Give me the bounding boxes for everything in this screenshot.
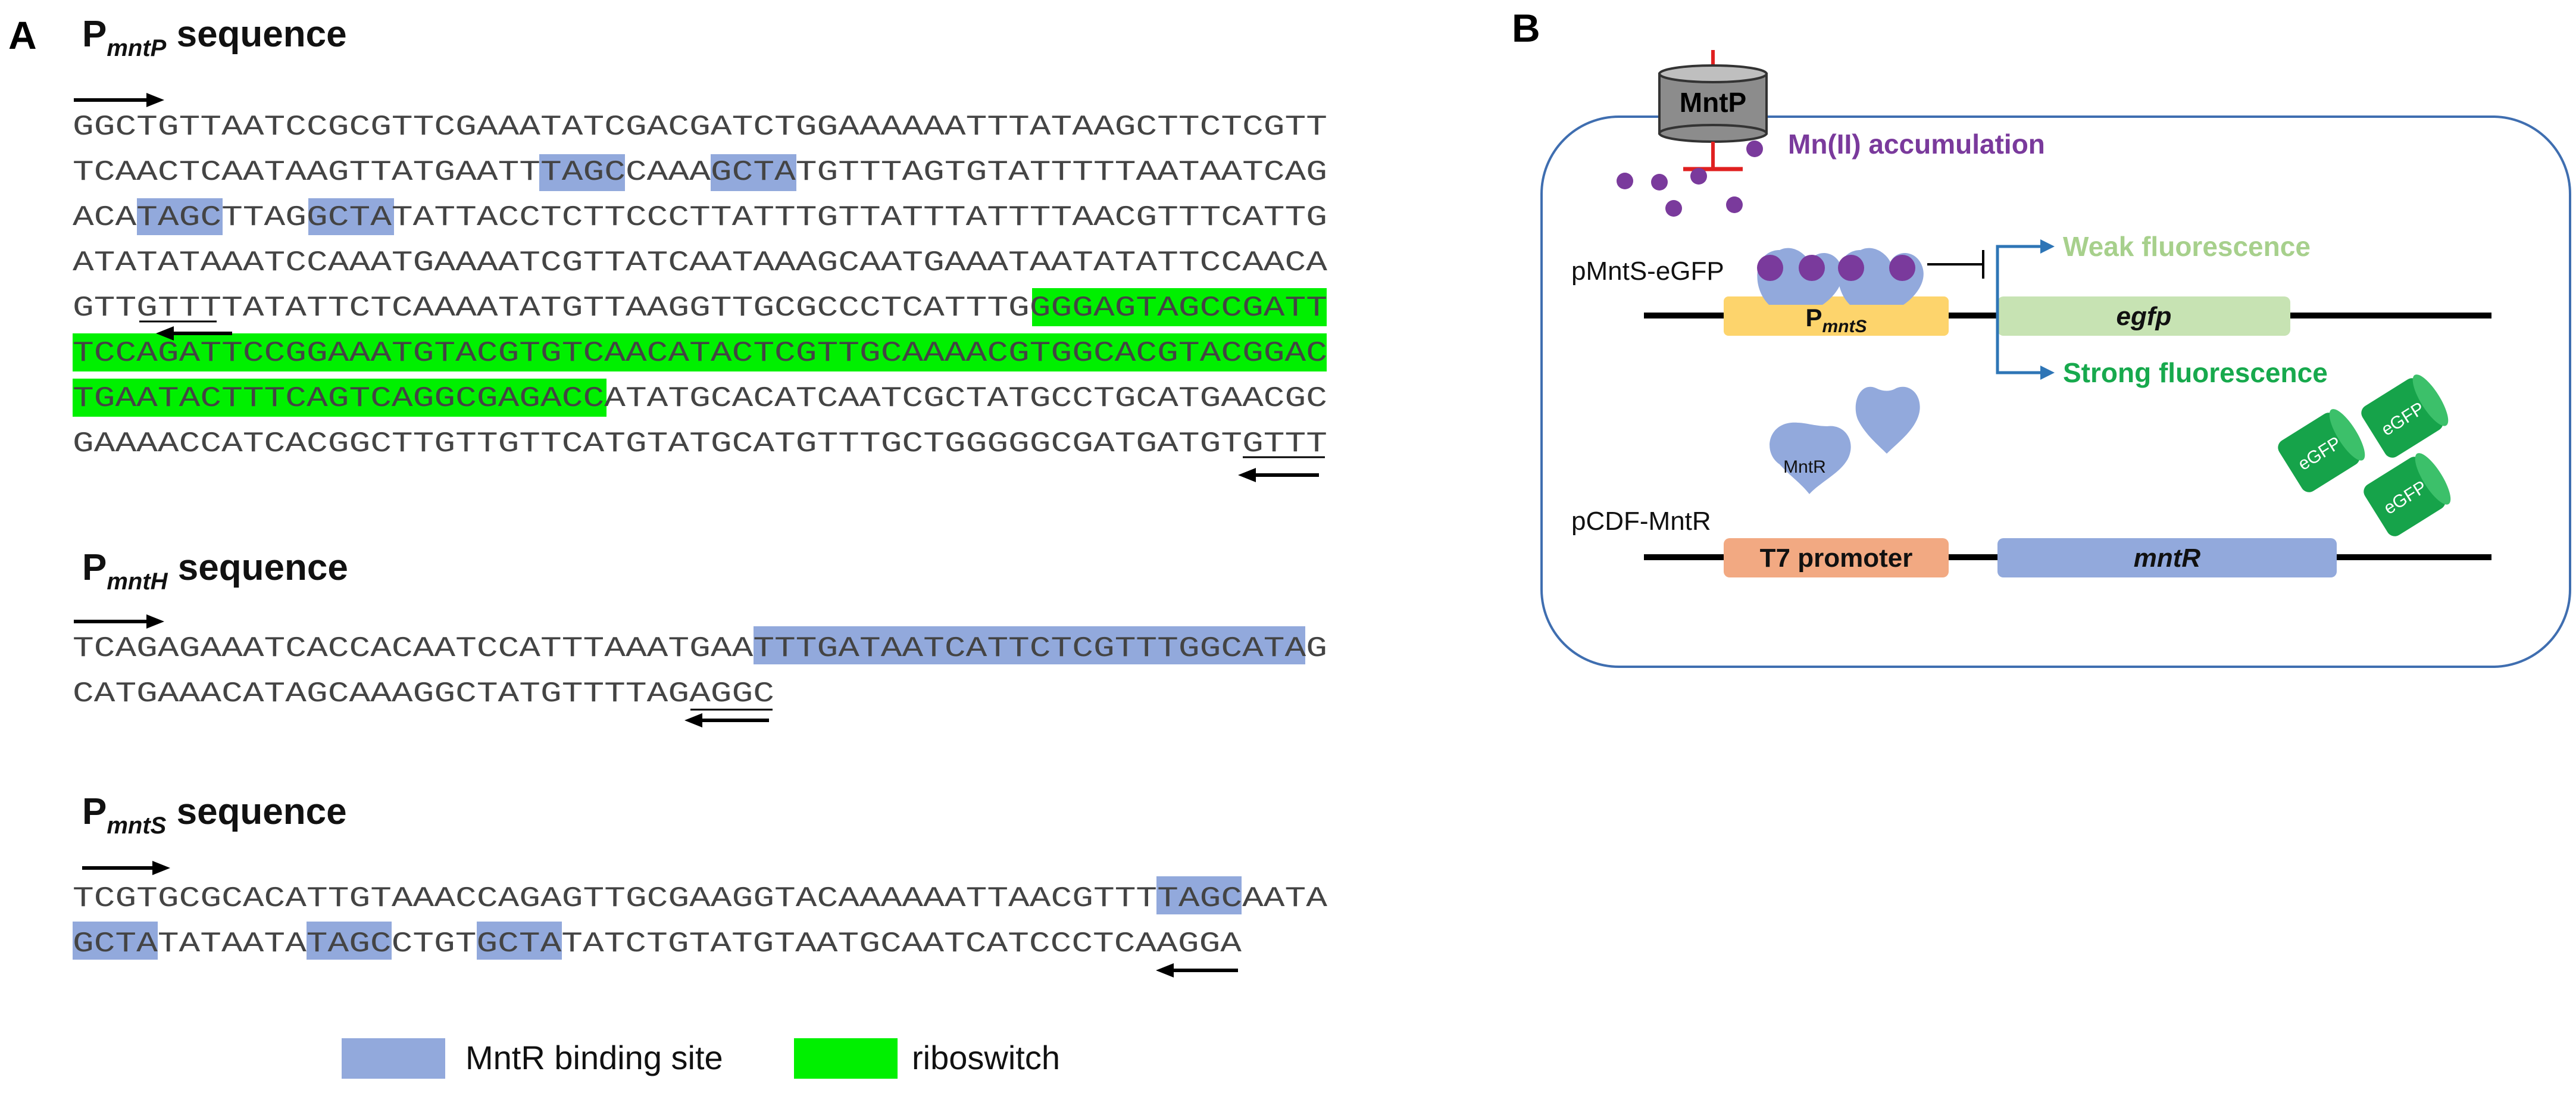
mn-accumulation-label: Mn(II) accumulation xyxy=(1788,129,2045,160)
mntp-highlights xyxy=(73,154,1327,417)
mn-ion xyxy=(1757,255,1783,281)
mnth-primers xyxy=(74,614,773,727)
mntp-label: MntP xyxy=(1680,87,1746,118)
sequence-line: TGAATACTTTCAGTCAGGCGAGACCATATGCACATCAATC… xyxy=(73,383,1327,415)
mn-ion xyxy=(1838,255,1864,281)
mntr-proteins-free: MntR xyxy=(1770,386,1920,494)
mntr-binding-site xyxy=(73,922,158,960)
plasmid1-label: pMntS-eGFP xyxy=(1571,257,1724,286)
legend-swatch-mntr xyxy=(342,1038,445,1079)
t7-promoter-label: T7 promoter xyxy=(1760,544,1913,573)
mnth-section-title: PmntH sequence xyxy=(82,547,348,595)
mntr-protein-label: MntR xyxy=(1783,457,1826,477)
mn-ion xyxy=(1690,168,1707,185)
reverse-primer-arrow xyxy=(156,326,232,341)
sequence-line: ATATATAAATCCAAATGAAAATCGTTATCAATAAAGCAAT… xyxy=(73,247,1327,279)
strong-fluorescence-label: Strong fluorescence xyxy=(2063,357,2328,388)
mntp-primers xyxy=(74,93,1325,482)
mntr-binding-site xyxy=(539,154,625,191)
mntr-gene-label: mntR xyxy=(2134,544,2201,573)
panel-b-label: B xyxy=(1512,6,1540,50)
egfp-protein: eGFP xyxy=(2361,374,2449,458)
mntr-binding-site xyxy=(308,198,394,235)
forward-primer-arrow xyxy=(74,614,164,629)
mntp-transporter: MntP xyxy=(1658,50,1768,171)
panel-a: A PmntP sequence GGCTGTTAATCCGCGTTCGAAAT… xyxy=(8,13,1327,1079)
promoter-mnts-box xyxy=(1724,296,1949,336)
sequence-line: TCGTGCGCACATTGTAAACCAGAGTTGCGAAGGTACAAAA… xyxy=(73,883,1327,915)
legend-label-riboswitch: riboswitch xyxy=(912,1039,1060,1076)
mntr-binding-site xyxy=(477,922,562,960)
sequence-line: TCCAGATTCCGGAAATGTACGTGTCAACATACTCGTTGCA… xyxy=(73,338,1327,370)
plasmid2-label: pCDF-MntR xyxy=(1571,507,1711,536)
mntr-binding-site xyxy=(1156,876,1242,914)
mntr-gene-box xyxy=(1997,538,2337,577)
mn-ion xyxy=(1726,196,1743,213)
sequence-line: TCAGAGAAATCACCACAATCCATTTAAATGAATTTGATAA… xyxy=(73,633,1327,665)
forward-primer-arrow xyxy=(74,93,164,107)
mntr-binding-site xyxy=(307,922,392,960)
riboswitch-region xyxy=(73,333,1327,371)
reverse-primer-arrow xyxy=(1238,468,1319,482)
sequence-line: TCAACTCAATAAGTTATGAATTTAGCCAAAGCTATGTTTA… xyxy=(73,157,1327,189)
mntp-section-title: PmntP sequence xyxy=(82,14,347,61)
forward-primer-arrow xyxy=(82,861,170,875)
legend: MntR binding site riboswitch xyxy=(342,1038,1060,1079)
promoter-mnts-label: PmntS xyxy=(1805,304,1867,336)
legend-label-mntr: MntR binding site xyxy=(465,1039,723,1076)
riboswitch-region xyxy=(73,379,607,417)
legend-swatch-riboswitch xyxy=(794,1038,898,1079)
mn-ion xyxy=(1651,174,1668,191)
sequence-line: GTTGTTTTATATTCTCAAAATATGTTAAGGTTGCGCCCTC… xyxy=(73,292,1327,324)
mnts-primers xyxy=(82,861,1238,978)
mnts-section-title: PmntS sequence xyxy=(82,791,347,839)
mn-ion xyxy=(1799,255,1825,281)
mnth-sequence: TCAGAGAAATCACCACAATCCATTTAAATGAATTTGATAA… xyxy=(73,633,1327,710)
egfp-protein: eGFP xyxy=(2364,453,2451,536)
mnts-sequence: TCGTGCGCACATTGTAAACCAGAGTTGCGAAGGTACAAAA… xyxy=(73,883,1327,960)
egfp-gene-box xyxy=(1997,296,2290,336)
reverse-primer-arrow xyxy=(1156,963,1238,978)
mn-ions xyxy=(1617,140,1763,217)
mn-ion xyxy=(1665,200,1682,217)
egfp-proteins: eGFP eGFP eGFP xyxy=(2278,374,2451,536)
mn-ion xyxy=(1889,255,1915,281)
repression-symbol xyxy=(1927,250,1984,279)
mnts-highlights xyxy=(73,876,1242,960)
weak-fluorescence-label: Weak fluorescence xyxy=(2063,231,2311,262)
sequence-line: GGCTGTTAATCCGCGTTCGAAATATCGACGATCTGGAAAA… xyxy=(73,111,1327,143)
mntr-binding-site xyxy=(711,154,796,191)
transcription-arrows xyxy=(1996,239,2055,380)
egfp-protein: eGFP xyxy=(2278,409,2365,492)
egfp-gene-label: egfp xyxy=(2117,302,2172,331)
sequence-line: GCTATATAATATAGCCTGTGCTATATCTGTATGTAATGCA… xyxy=(73,928,1242,960)
sequence-line: GAAAACCATCACGGCTTGTTGTTCATGTATGCATGTTTGC… xyxy=(73,428,1327,460)
riboswitch-region xyxy=(1032,288,1327,326)
mn-ion xyxy=(1746,140,1763,157)
mn-ion xyxy=(1617,173,1633,189)
panel-b: B MntP Mn(II) accumulation pMntS-eGFP P xyxy=(1512,6,2571,668)
reverse-primer-arrow xyxy=(684,713,769,727)
mntr-binding-site xyxy=(137,198,223,235)
panel-a-label: A xyxy=(8,13,37,57)
sequence-line: ACATAGCTTAGGCTATATTACCTCTTCCCTTATTTGTTAT… xyxy=(73,202,1327,234)
sequence-line: CATGAAACATAGCAAAGGCTATGTTTTAGAGGC xyxy=(73,678,774,710)
t7-promoter-box xyxy=(1724,538,1949,577)
mntr-binding-site xyxy=(754,626,1305,664)
mntr-dimer-bound xyxy=(1757,248,1924,305)
mntp-sequence: GGCTGTTAATCCGCGTTCGAAATATCGACGATCTGGAAAA… xyxy=(73,111,1327,460)
